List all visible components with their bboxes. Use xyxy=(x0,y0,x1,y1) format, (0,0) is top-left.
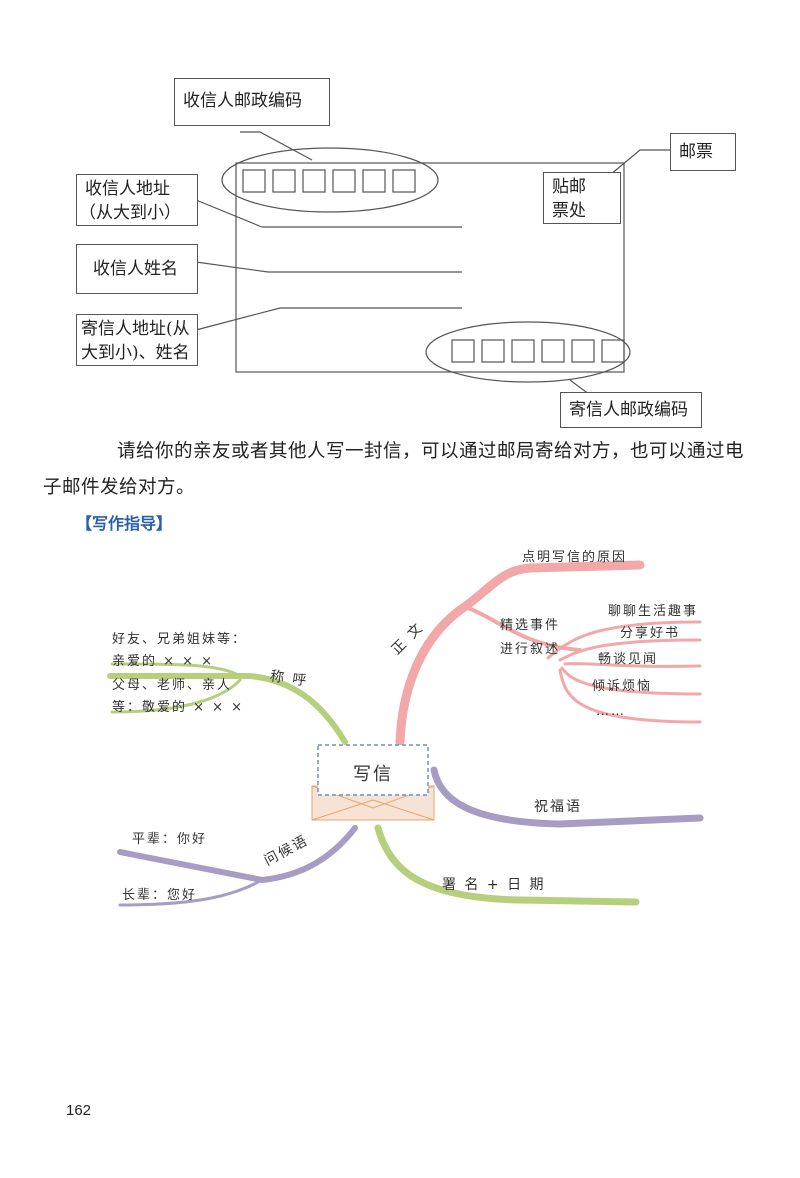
body-reason: 点明写信的原因 xyxy=(522,550,628,565)
greeting-elder: 长辈：您好 xyxy=(122,888,198,903)
recipient-address-box: 收信人地址 （从大到小） xyxy=(76,174,198,226)
salutation-elders-line1: 父母、老师、亲人 xyxy=(112,678,233,693)
branch-blessing xyxy=(430,766,704,828)
section-title: 【写作指导】 xyxy=(76,514,173,533)
stamp-box: 邮票 xyxy=(670,133,736,171)
recipient-address-line2: （从大到小） xyxy=(79,203,181,223)
envelope-diagram xyxy=(195,131,670,401)
branch-salutation xyxy=(107,673,348,745)
stamp-place-line1: 贴邮 xyxy=(552,177,586,197)
signature-label: 署 名 + 日 期 xyxy=(442,877,546,893)
recipient-postcode-ellipse xyxy=(221,147,439,213)
branch-body-main xyxy=(395,560,645,747)
paragraph-line1: 请给你的亲友或者其他人写一封信，可以通过邮局寄给对方，也可以通过电 xyxy=(117,441,745,462)
mindmap-center-label: 写信 xyxy=(353,764,393,785)
recipient-postcode-box: 收信人邮政编码 xyxy=(174,78,330,126)
stamp-label: 邮票 xyxy=(679,142,713,162)
branch-item-2 xyxy=(558,638,702,662)
greeting-peer: 平辈：你好 xyxy=(132,832,208,847)
branch-item-4 xyxy=(560,666,702,696)
sender-address-box: 寄信人地址(从 大到小)、姓名 xyxy=(76,314,198,366)
sender-postcode-label: 寄信人邮政编码 xyxy=(569,400,688,420)
body-narrate-line2: 进行叙述 xyxy=(500,642,561,657)
pointer-stamp xyxy=(609,149,670,176)
recipient-postcode-label: 收信人邮政编码 xyxy=(183,91,302,111)
body-item-5: …… xyxy=(596,704,626,719)
pointer-sender-address xyxy=(195,307,281,331)
body-narrate-line1: 精选事件 xyxy=(500,618,561,633)
sender-postcode-ellipse xyxy=(425,321,631,383)
recipient-name-label: 收信人姓名 xyxy=(93,259,178,279)
pointer-recipient-postcode xyxy=(240,131,313,161)
sender-address-line1: 寄信人地址(从 xyxy=(81,319,190,339)
page-number: 162 xyxy=(66,1102,92,1119)
stamp-place-box: 贴邮 票处 xyxy=(543,172,621,224)
branch-item-1 xyxy=(546,620,702,660)
salutation-elders-line2: 等：敬爱的 × × × xyxy=(112,700,245,715)
body-item-3: 畅谈见闻 xyxy=(598,652,659,667)
paragraph-line2: 子邮件发给对方。 xyxy=(43,477,196,498)
center-envelope-icon xyxy=(311,744,435,821)
blessing-label: 祝福语 xyxy=(534,799,582,815)
branch-greeting xyxy=(117,825,358,884)
pointer-recipient-name xyxy=(195,261,269,273)
sender-postcode-boxes xyxy=(451,339,625,363)
recipient-address-line1: 收信人地址 xyxy=(85,179,170,199)
salutation-friends-line1: 好友、兄弟姐妹等： xyxy=(112,632,248,647)
branch-item-3 xyxy=(563,662,702,668)
sender-postcode-box: 寄信人邮政编码 xyxy=(560,392,702,428)
branch-signature xyxy=(374,824,640,906)
body-item-2: 分享好书 xyxy=(620,626,681,641)
body-item-4: 倾诉烦恼 xyxy=(592,679,653,694)
recipient-postcode-boxes xyxy=(242,169,416,193)
body-item-1: 聊聊生活趣事 xyxy=(608,604,699,619)
salutation-friends-line2: 亲爱的 × × × xyxy=(112,654,215,669)
sender-address-line2: 大到小)、姓名 xyxy=(81,343,190,363)
stamp-place-line2: 票处 xyxy=(552,201,586,221)
mindmap-branches xyxy=(107,560,704,907)
instruction-paragraph: 请给你的亲友或者其他人写一封信，可以通过邮局寄给对方，也可以通过电 子邮件发给对… xyxy=(43,434,770,506)
branch-item-5 xyxy=(558,668,702,724)
recipient-name-box: 收信人姓名 xyxy=(76,244,198,294)
pointer-recipient-address xyxy=(195,199,263,228)
